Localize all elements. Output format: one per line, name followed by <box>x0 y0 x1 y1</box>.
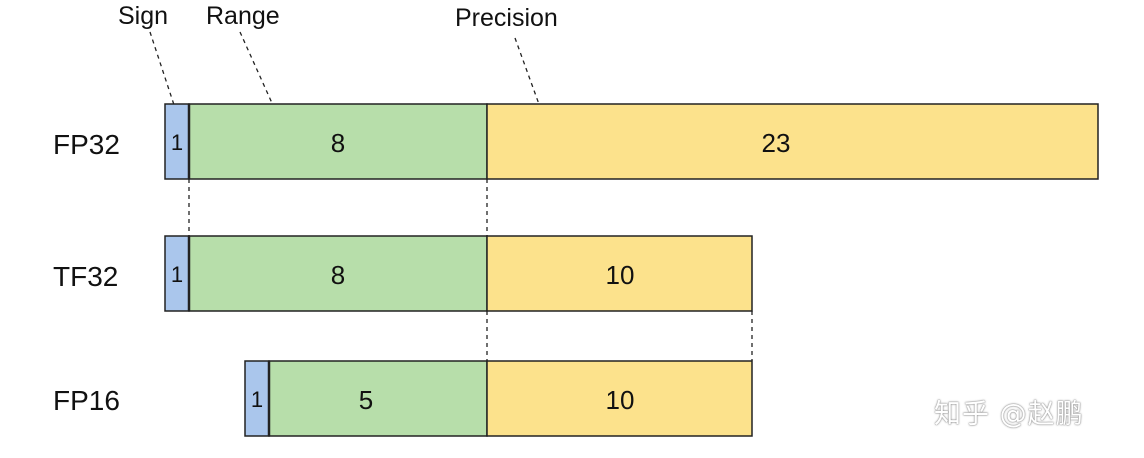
fp16-bar: 1 5 10 <box>244 360 753 437</box>
watermark: 知乎 @赵鹏 <box>934 399 1084 430</box>
fp32-sign-bits: 1 <box>171 130 183 155</box>
precision-header: Precision <box>455 4 558 32</box>
fp16-precision-segment <box>486 360 753 437</box>
tf32-sign-bits: 1 <box>171 262 183 287</box>
row-label-tf32: TF32 <box>53 261 118 292</box>
tf32-range-bits: 8 <box>331 260 345 290</box>
row-label-fp32: FP32 <box>53 129 120 160</box>
row-label-fp16: FP16 <box>53 385 120 416</box>
fp32-precision-segment <box>486 103 1099 180</box>
tf32-precision-bits: 10 <box>606 260 635 290</box>
precision-leader-line <box>514 37 545 119</box>
range-leader-line <box>239 31 277 113</box>
tf32-sign-segment <box>164 235 190 312</box>
fp32-precision-bits: 23 <box>762 128 791 158</box>
fp16-precision-bits: 10 <box>606 385 635 415</box>
tf32-bar: 1 8 10 <box>164 235 753 312</box>
sign-header: Sign <box>118 2 168 30</box>
range-header: Range <box>206 2 280 30</box>
fp32-range-bits: 8 <box>331 128 345 158</box>
tf32-precision-segment <box>486 235 753 312</box>
fp16-range-bits: 5 <box>359 385 373 415</box>
sign-leader-line <box>149 31 178 115</box>
fp32-bar: 1 8 23 <box>164 103 1099 180</box>
fp16-range-segment <box>268 360 488 437</box>
fp32-sign-segment <box>164 103 190 180</box>
fp16-sign-bits: 1 <box>251 387 263 412</box>
fp32-range-segment <box>188 103 488 180</box>
